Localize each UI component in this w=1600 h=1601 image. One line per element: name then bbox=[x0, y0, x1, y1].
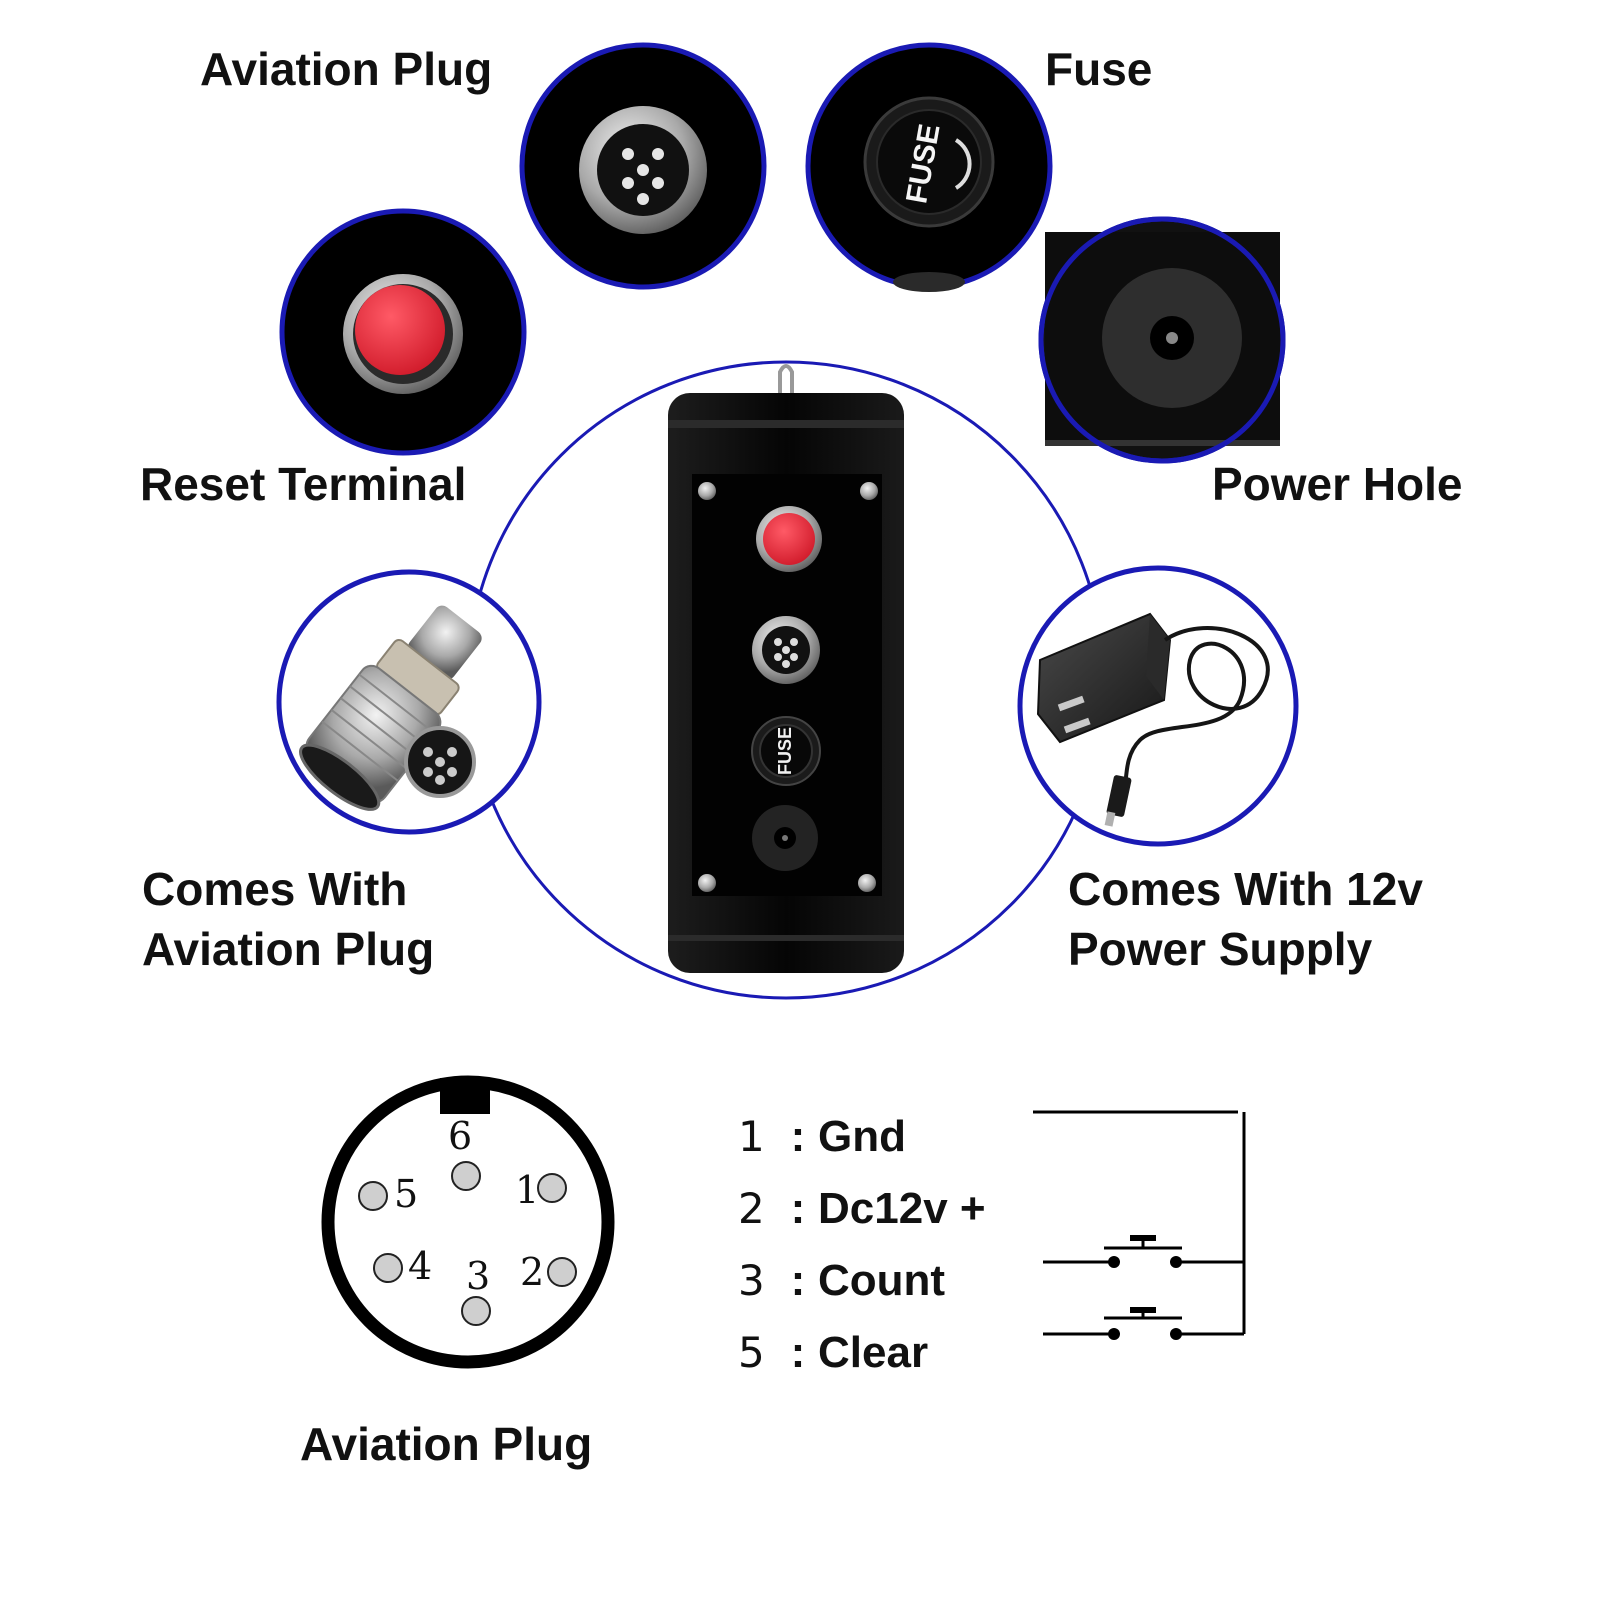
pinout-number: 3 bbox=[738, 1256, 765, 1305]
pinout-separator: : bbox=[790, 1184, 806, 1233]
pinout-separator: : bbox=[790, 1256, 806, 1305]
aviation-socket-closeup bbox=[519, 42, 767, 290]
label-comes-with-supply-line1: Comes With 12v bbox=[1068, 863, 1423, 915]
plug-pin-number: 3 bbox=[466, 1254, 491, 1298]
pinout-label: Gnd bbox=[818, 1112, 906, 1161]
label-comes-with-supply: Comes With 12v Power Supply bbox=[1068, 860, 1423, 980]
fuse-closeup: FUSE bbox=[805, 42, 1053, 292]
wiring-schematic bbox=[1033, 1110, 1246, 1336]
pinout-number: 2 bbox=[738, 1184, 765, 1233]
device-body: FUSE bbox=[668, 364, 904, 973]
power-supply-adapter bbox=[1017, 565, 1299, 847]
pinout-label: Dc12v + bbox=[818, 1184, 986, 1233]
plug-pin-number: 4 bbox=[408, 1244, 433, 1288]
plug-pin-number: 5 bbox=[394, 1172, 419, 1216]
pinout-separator: : bbox=[790, 1328, 806, 1377]
plug-pin-number: 2 bbox=[520, 1250, 545, 1294]
pinout-separator: : bbox=[790, 1112, 806, 1161]
plug-diagram-caption: Aviation Plug bbox=[300, 1418, 593, 1470]
pinout-row: 2 : Dc12v + bbox=[738, 1184, 986, 1256]
plug-pin-number: 1 bbox=[515, 1168, 540, 1212]
label-reset-terminal: Reset Terminal bbox=[140, 458, 467, 510]
pinout-number: 1 bbox=[738, 1112, 765, 1161]
label-comes-with-plug-line2: Aviation Plug bbox=[142, 922, 435, 975]
switch-contacts bbox=[1108, 1256, 1182, 1340]
label-comes-with-plug: Comes With Aviation Plug bbox=[142, 860, 434, 980]
label-comes-with-plug-line1: Comes With bbox=[142, 863, 408, 915]
pinout-number: 5 bbox=[738, 1328, 765, 1377]
pinout-row: 3 : Count bbox=[738, 1256, 986, 1328]
power-hole-closeup bbox=[1038, 216, 1286, 464]
label-comes-with-supply-line2: Power Supply bbox=[1068, 922, 1373, 975]
reset-closeup bbox=[279, 208, 527, 456]
pinout-row: 5 : Clear bbox=[738, 1328, 986, 1400]
device-fuse-text: FUSE bbox=[775, 727, 795, 775]
label-aviation-plug: Aviation Plug bbox=[200, 43, 493, 95]
plug-pinout-diagram bbox=[321, 1075, 615, 1369]
pinout-legend: 1 : Gnd 2 : Dc12v + 3 : Count 5 : Clear bbox=[738, 1112, 986, 1400]
aviation-plug-connector bbox=[276, 569, 542, 835]
pinout-row: 1 : Gnd bbox=[738, 1112, 986, 1184]
pinout-label: Count bbox=[818, 1256, 946, 1305]
pinout-label: Clear bbox=[818, 1328, 929, 1377]
plug-pin-number: 6 bbox=[448, 1114, 473, 1158]
label-power-hole: Power Hole bbox=[1212, 458, 1463, 510]
label-fuse: Fuse bbox=[1045, 43, 1153, 95]
